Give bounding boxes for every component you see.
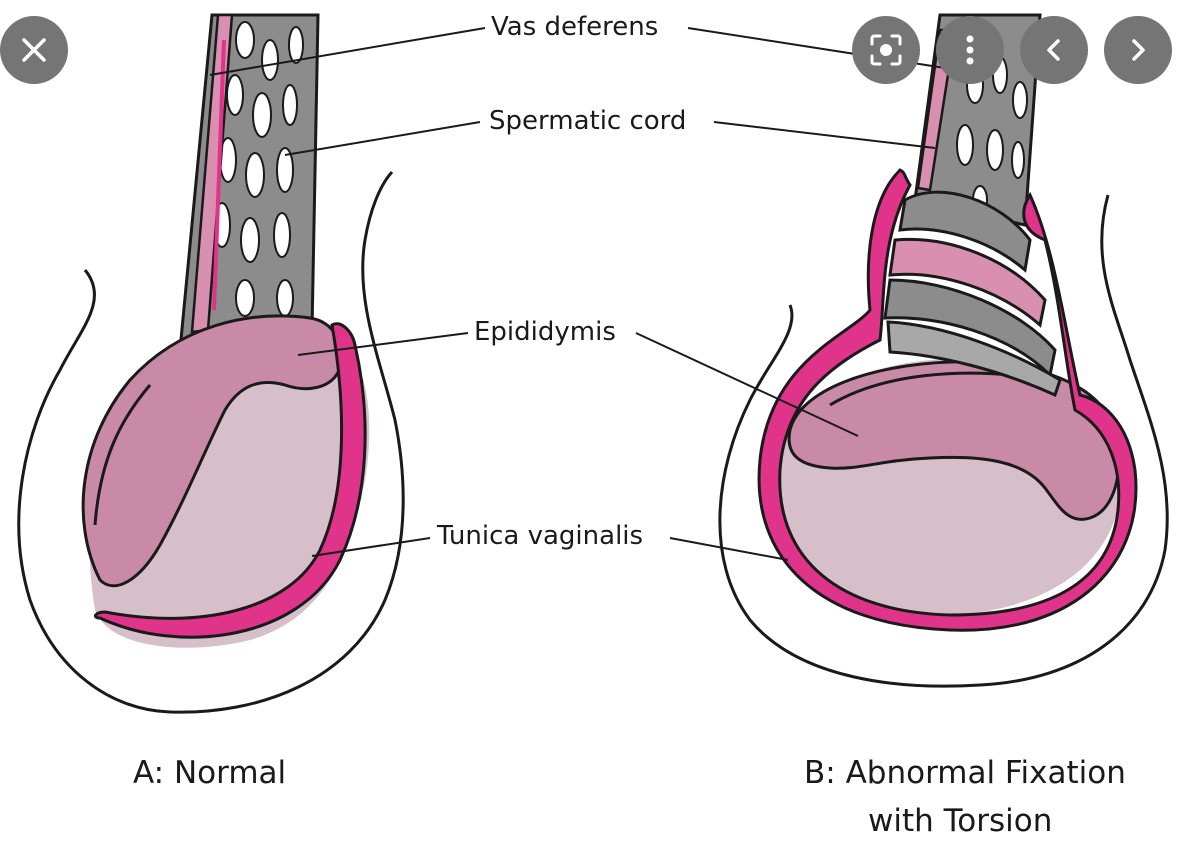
panel-a-illustration	[17, 13, 405, 714]
panel-b-illustration	[718, 13, 1169, 688]
panel-b-epididymis	[787, 360, 1121, 521]
label-tunica-vaginalis: Tunica vaginalis	[437, 521, 644, 551]
panel-a-cord-vessels	[213, 21, 304, 317]
caption-panel-b-line2: with Torsion	[868, 803, 1053, 839]
more-vert-icon	[966, 35, 974, 65]
panel-b-tunica	[757, 168, 1138, 632]
panel-b-cord-vessels	[956, 56, 1028, 215]
caption-panel-b-line1: B: Abnormal Fixation	[804, 755, 1126, 791]
previous-image-button[interactable]	[1020, 16, 1088, 84]
panel-b-twisted-cord	[883, 190, 1062, 398]
chevron-left-icon	[1047, 39, 1060, 61]
lens-icon	[870, 34, 902, 66]
more-options-button[interactable]	[936, 16, 1004, 84]
caption-panel-a: A: Normal	[133, 755, 287, 791]
chevron-right-icon	[1132, 39, 1145, 61]
panel-a-skin	[17, 170, 405, 714]
close-button[interactable]	[0, 16, 68, 84]
next-image-button[interactable]	[1104, 16, 1172, 84]
label-spermatic-cord: Spermatic cord	[489, 106, 687, 136]
panel-b-skin	[718, 194, 1169, 688]
panel-a-tunica	[93, 322, 367, 639]
visual-search-button[interactable]	[852, 16, 920, 84]
close-icon	[22, 38, 46, 62]
label-epididymis: Epididymis	[474, 317, 616, 347]
label-vas-deferens: Vas deferens	[491, 12, 659, 42]
